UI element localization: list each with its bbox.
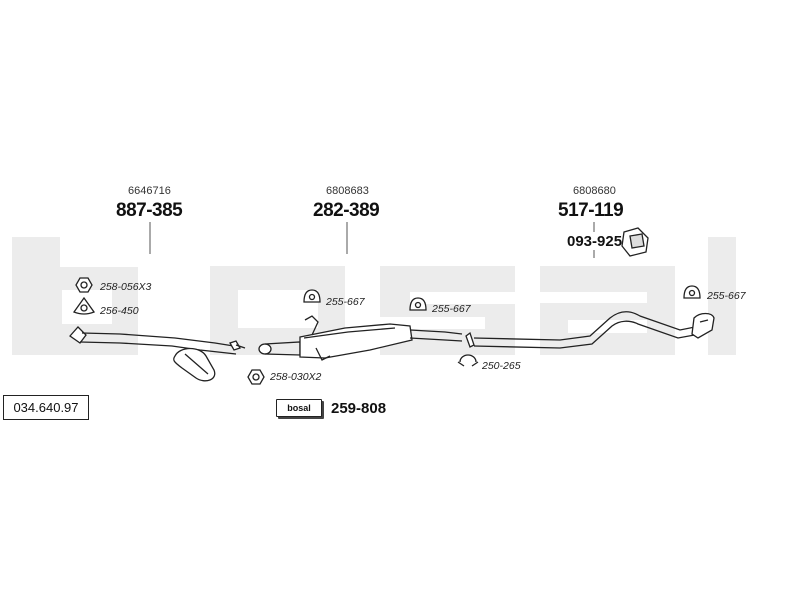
- nut-front-icon: [75, 277, 93, 293]
- part-number-1: 887-385: [116, 200, 183, 221]
- mount-bracket-icon: [621, 227, 649, 257]
- label-clamp: 250-265: [482, 360, 521, 372]
- oe-number-1: 6646716: [128, 185, 171, 197]
- label-gasket-front: 256-450: [100, 305, 139, 317]
- hanger-1-icon: [303, 289, 321, 303]
- label-hanger-2: 255-667: [432, 303, 471, 315]
- mount-part-number: 093-925: [567, 233, 623, 250]
- nut-middle-icon: [247, 369, 265, 385]
- gasket-front-icon: [72, 296, 96, 315]
- rear-pipe: [465, 311, 715, 349]
- oe-number-2: 6808683: [326, 185, 369, 197]
- reference-number: 034.640.97: [13, 400, 79, 415]
- middle-silencer: [258, 315, 463, 361]
- front-pipe: [69, 326, 246, 382]
- label-hanger-3: 255-667: [707, 290, 746, 302]
- brand-watermark: [12, 237, 736, 355]
- clamp-icon: [457, 354, 479, 367]
- part-number-3: 517-119: [558, 200, 624, 221]
- part-number-2: 282-389: [313, 200, 380, 221]
- mounting-kit-number: 259-808: [331, 400, 387, 417]
- label-nut-front: 258-056X3: [100, 281, 152, 293]
- mounting-kit-badge: bosal: [276, 399, 322, 417]
- hanger-3-icon: [683, 285, 701, 299]
- hanger-2-icon: [409, 297, 427, 311]
- oe-number-3: 6808680: [573, 185, 616, 197]
- label-nut-middle: 258-030X2: [270, 371, 322, 383]
- label-hanger-1: 255-667: [326, 296, 365, 308]
- reference-number-box: 034.640.97: [3, 395, 89, 420]
